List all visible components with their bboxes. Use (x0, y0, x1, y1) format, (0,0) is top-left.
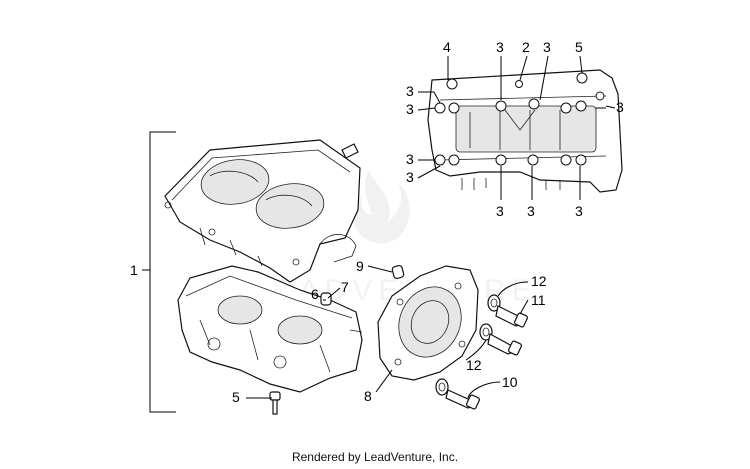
callout-3-bottom-a: 3 (496, 203, 504, 219)
upper-crankcase-half (164, 139, 361, 283)
callout-3-right: 3 (616, 99, 624, 115)
callout-1: 1 (130, 262, 138, 278)
crankcase-top-view (427, 69, 623, 193)
o-ring-lower (435, 378, 449, 396)
callout-3-left-a: 3 (406, 83, 414, 99)
callout-7: 7 (341, 279, 349, 295)
callouts: 1 4 3 2 3 5 3 3 3 3 3 3 3 3 9 7 6 8 5 12… (130, 39, 624, 405)
callout-3-left-c: 3 (406, 151, 414, 167)
case-bolt-bottom (269, 391, 281, 415)
callout-3-left-d: 3 (406, 169, 414, 185)
lower-crankcase-half (177, 265, 363, 393)
callout-11: 11 (531, 292, 546, 308)
cover-bolt-middle (487, 333, 523, 356)
leader-lines (142, 55, 616, 413)
callout-12-upper: 12 (531, 273, 547, 289)
dowel-pin-small (320, 292, 332, 306)
callout-2: 2 (522, 39, 530, 55)
footer-credit: Rendered by LeadVenture, Inc. (291, 450, 459, 464)
callout-10: 10 (502, 374, 518, 390)
cover-bolt-lower (445, 389, 481, 410)
callout-5-bottom: 5 (232, 389, 240, 405)
callout-6: 6 (311, 286, 319, 302)
callout-5-top: 5 (575, 39, 583, 55)
side-cover (377, 265, 479, 381)
callout-3-bottom-c: 3 (575, 203, 583, 219)
callout-9: 9 (356, 258, 364, 274)
o-ring-upper (487, 294, 501, 312)
callout-12-lower: 12 (466, 357, 482, 373)
callout-3-bottom-b: 3 (527, 203, 535, 219)
callout-8: 8 (364, 388, 372, 404)
callout-3-left-b: 3 (406, 101, 414, 117)
cover-bolt-upper (495, 305, 529, 328)
dowel-pin (391, 264, 405, 280)
callout-4: 4 (443, 39, 451, 55)
callout-3-top-a: 3 (496, 39, 504, 55)
small-plate (341, 143, 359, 159)
callout-3-top-b: 3 (543, 39, 551, 55)
